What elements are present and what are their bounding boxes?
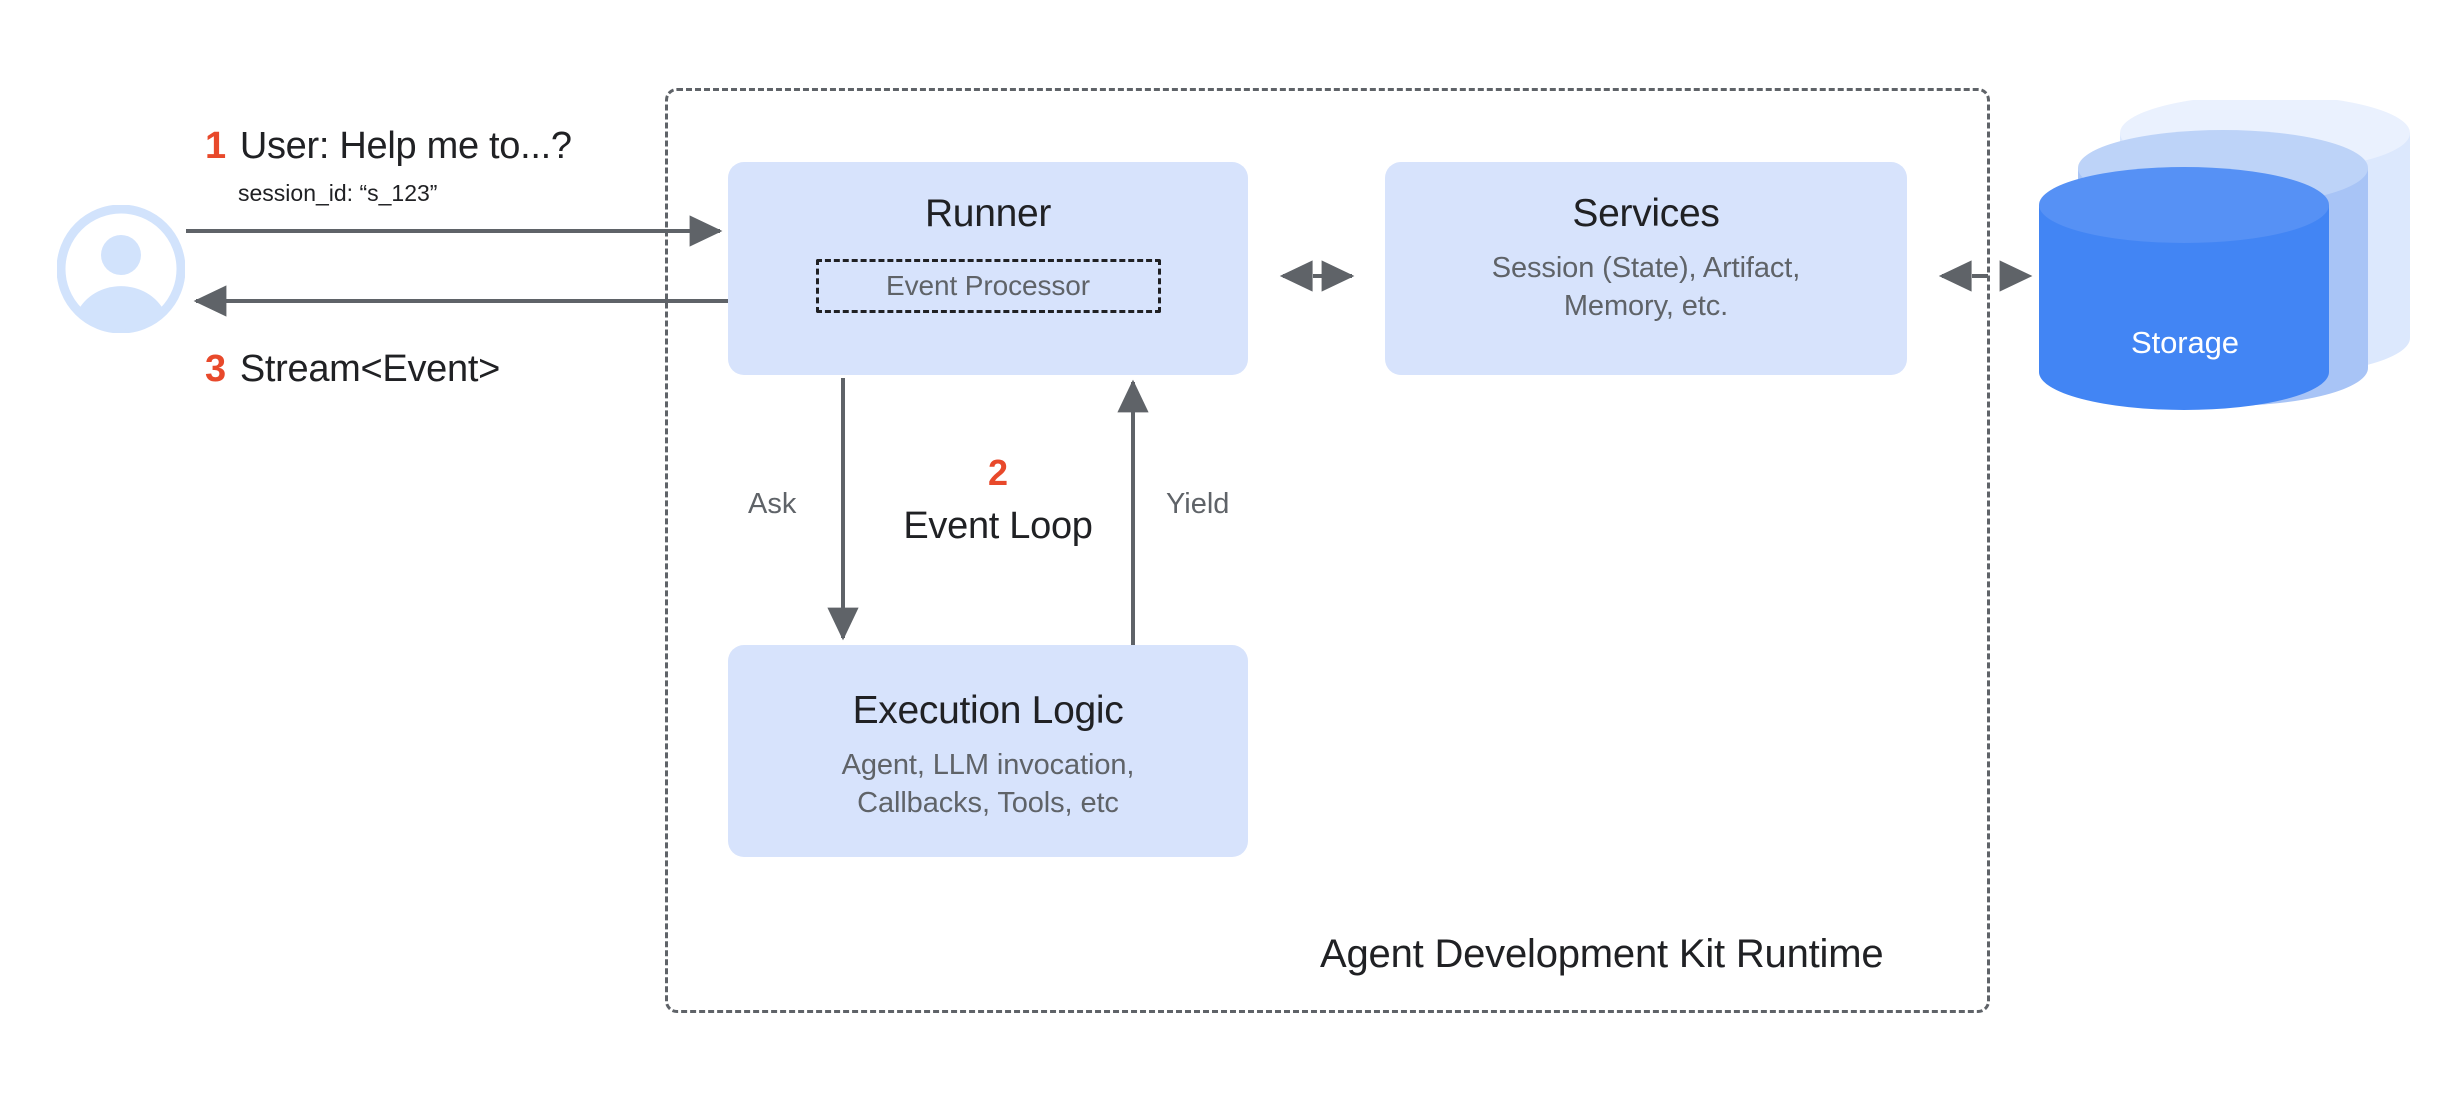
user-request-text: User: Help me to...? bbox=[239, 125, 572, 167]
execution-logic-title: Execution Logic bbox=[852, 689, 1124, 732]
event-loop-label: Event Loop bbox=[903, 505, 1093, 547]
runtime-title: Agent Development Kit Runtime bbox=[1320, 932, 1884, 976]
step-number-1: 1 bbox=[205, 125, 226, 167]
ask-edge-label: Ask bbox=[748, 488, 797, 520]
database-cylinder-icon bbox=[2039, 100, 2410, 410]
services-node[interactable]: Services Session (State), Artifact,Memor… bbox=[1385, 162, 1907, 375]
step-number-2: 2 bbox=[987, 452, 1009, 493]
step-number-3: 3 bbox=[205, 348, 226, 390]
execution-logic-subtitle: Agent, LLM invocation,Callbacks, Tools, … bbox=[841, 748, 1135, 820]
user-request-line: 1 User: Help me to...? bbox=[205, 125, 572, 168]
event-processor-box[interactable]: Event Processor bbox=[815, 258, 1161, 313]
adk-runtime-container bbox=[665, 88, 1990, 1013]
services-subtitle: Session (State), Artifact,Memory, etc. bbox=[1491, 251, 1801, 323]
services-title: Services bbox=[1572, 192, 1720, 235]
user-response-line: 3 Stream<Event> bbox=[205, 348, 500, 391]
user-avatar-icon bbox=[57, 205, 185, 333]
execution-logic-node[interactable]: Execution Logic Agent, LLM invocation,Ca… bbox=[728, 645, 1248, 857]
user-response-text: Stream<Event> bbox=[239, 348, 500, 390]
yield-edge-label: Yield bbox=[1166, 488, 1230, 520]
runner-title: Runner bbox=[924, 192, 1052, 235]
session-id-label: session_id: “s_123” bbox=[238, 180, 438, 206]
runner-node[interactable]: Runner Event Processor bbox=[728, 162, 1248, 375]
event-processor-label: Event Processor bbox=[886, 269, 1090, 301]
